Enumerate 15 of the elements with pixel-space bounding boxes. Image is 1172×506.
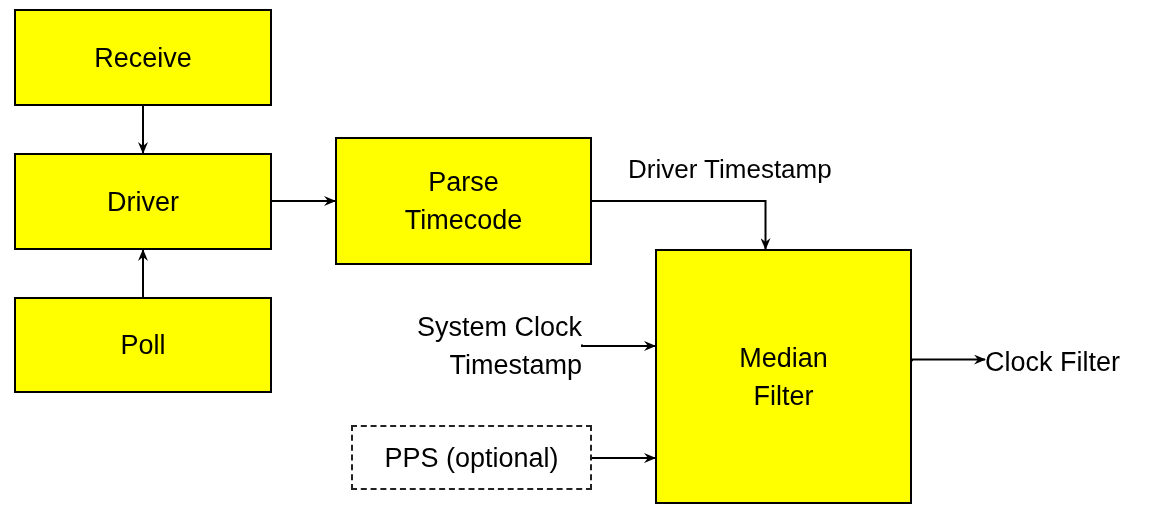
arrow (911, 354, 986, 365)
process-box: Poll (14, 297, 272, 393)
process-box: Median Filter (655, 249, 912, 504)
arrow (138, 249, 148, 298)
dashed-box: PPS (optional) (351, 425, 592, 490)
process-box: Parse Timecode (335, 137, 592, 265)
arrow (591, 200, 771, 250)
arrow (271, 196, 336, 206)
arrow (138, 105, 148, 154)
arrow (591, 453, 656, 464)
process-box: Receive (14, 9, 272, 106)
process-box: Driver (14, 153, 272, 250)
arrow (581, 340, 656, 351)
text-label: System Clock Timestamp (360, 310, 582, 382)
text-label: Clock Filter (985, 342, 1170, 382)
